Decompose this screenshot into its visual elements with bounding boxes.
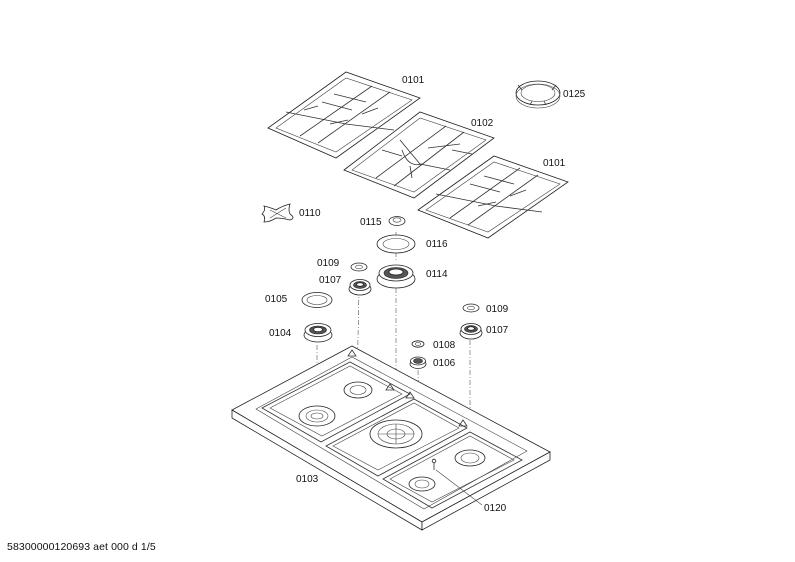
burner-cap-0109-left [350, 262, 368, 272]
label-cap-0109-left: 0109 [317, 258, 340, 269]
label-wok-ring: 0125 [563, 89, 586, 100]
pan-support-right [417, 155, 569, 239]
burner-cap-0108 [411, 340, 425, 348]
burner-0107-left [348, 279, 372, 296]
burner-cap-0115 [388, 216, 406, 226]
label-cap-0109-right: 0109 [486, 304, 509, 315]
pan-support-center [343, 111, 495, 199]
burner-0106 [409, 356, 427, 369]
label-cap-0115: 0115 [360, 217, 382, 228]
burner-seat-left-rear [343, 381, 373, 399]
label-grate-right: 0101 [543, 158, 566, 169]
label-burner-0107-right: 0107 [486, 325, 509, 336]
screw [431, 458, 437, 470]
label-burner-0104: 0104 [269, 328, 292, 339]
label-burner-0107-left: 0107 [319, 275, 342, 286]
simmer-aid [261, 203, 294, 223]
burner-ring-0116 [376, 234, 416, 254]
label-simmer-aid: 0110 [299, 208, 321, 219]
burner-seat-center [369, 419, 423, 449]
wok-ring [515, 80, 561, 109]
burner-seat-left-front [298, 405, 336, 427]
label-burner-0114: 0114 [426, 269, 448, 280]
burner-0107-right [459, 323, 483, 340]
burner-seat-right-rear [454, 449, 486, 467]
pan-support-left [267, 71, 421, 159]
label-cap-0105: 0105 [265, 294, 288, 305]
document-footer: 58300000120693 aet 000 d 1/5 [7, 541, 156, 553]
burner-0114 [376, 264, 416, 289]
part-labels: 0101 0102 0101 0125 0110 0115 0116 0109 … [265, 75, 586, 514]
label-grate-center: 0102 [471, 118, 494, 129]
hob-tray [231, 345, 551, 531]
label-ring-0116: 0116 [426, 239, 448, 250]
label-cap-0108: 0108 [433, 340, 456, 351]
label-hob-tray: 0103 [296, 474, 319, 485]
label-grate-left: 0101 [402, 75, 425, 86]
burner-cap-0109-right [462, 303, 480, 313]
label-burner-0106: 0106 [433, 358, 456, 369]
burner-cap-0105 [301, 292, 333, 308]
label-screw-0120: 0120 [484, 503, 507, 514]
burner-0104 [303, 323, 333, 343]
burner-seat-right-front [408, 476, 436, 492]
